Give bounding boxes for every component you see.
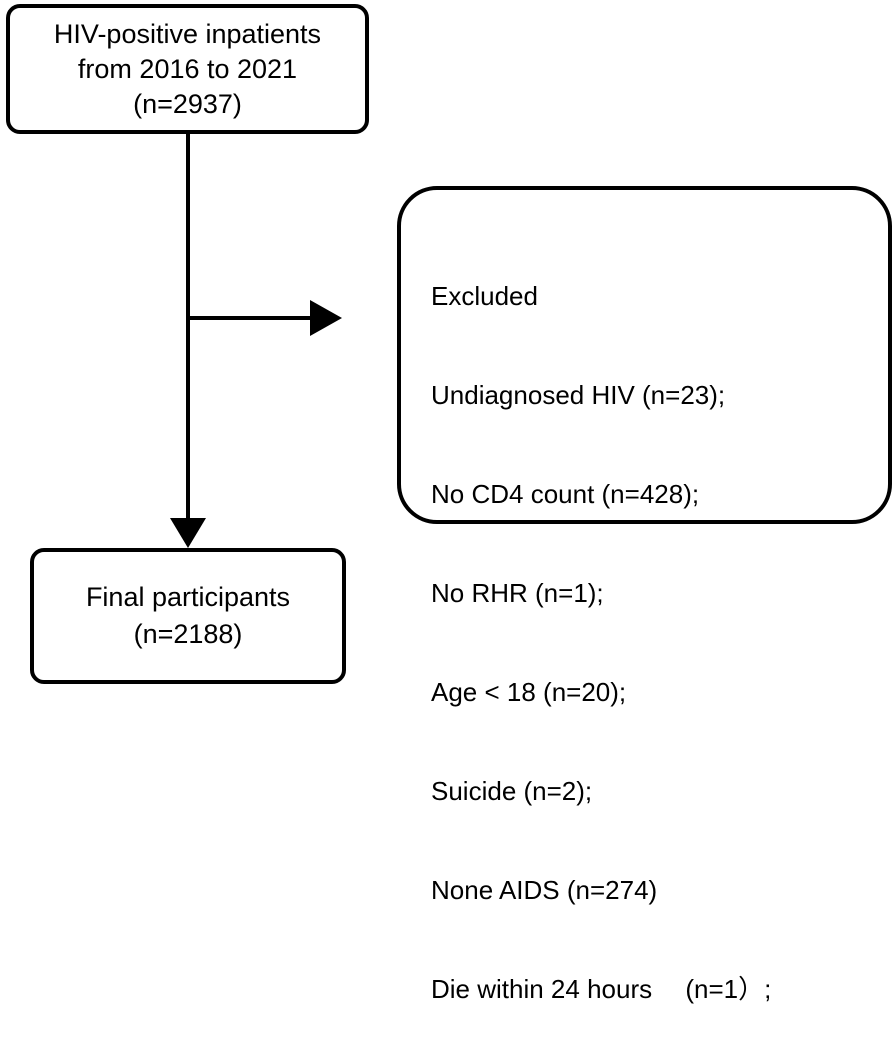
down-arrowhead bbox=[170, 518, 206, 548]
exclusion-item-none-aids: None AIDS (n=274) bbox=[431, 875, 658, 905]
exclusion-item-no-rhr: No RHR (n=1); bbox=[431, 578, 604, 608]
exclusion-item-die-24h: Die within 24 hours (n=1）; bbox=[431, 974, 772, 1004]
final-participants-box: Final participants (n=2188) bbox=[30, 548, 346, 684]
exclusion-title: Excluded bbox=[431, 281, 538, 311]
exclusion-item-suicide: Suicide (n=2); bbox=[431, 776, 593, 806]
enrollment-count: (n=2937) bbox=[133, 88, 242, 119]
final-count: (n=2188) bbox=[133, 619, 243, 649]
flow-connectors bbox=[170, 134, 342, 548]
enrollment-line-2: from 2016 to 2021 bbox=[77, 53, 298, 84]
enrollment-box: HIV-positive inpatients from 2016 to 202… bbox=[6, 4, 369, 134]
final-label: Final participants bbox=[85, 582, 291, 612]
enrollment-line-1: HIV-positive inpatients bbox=[53, 18, 322, 49]
right-arrowhead bbox=[310, 300, 342, 336]
exclusion-item-age: Age < 18 (n=20); bbox=[431, 677, 627, 707]
exclusion-item-undiagnosed: Undiagnosed HIV (n=23); bbox=[431, 380, 726, 410]
exclusion-box: Excluded Undiagnosed HIV (n=23); No CD4 … bbox=[397, 186, 892, 1004]
exclusion-item-no-cd4: No CD4 count (n=428); bbox=[431, 479, 700, 509]
